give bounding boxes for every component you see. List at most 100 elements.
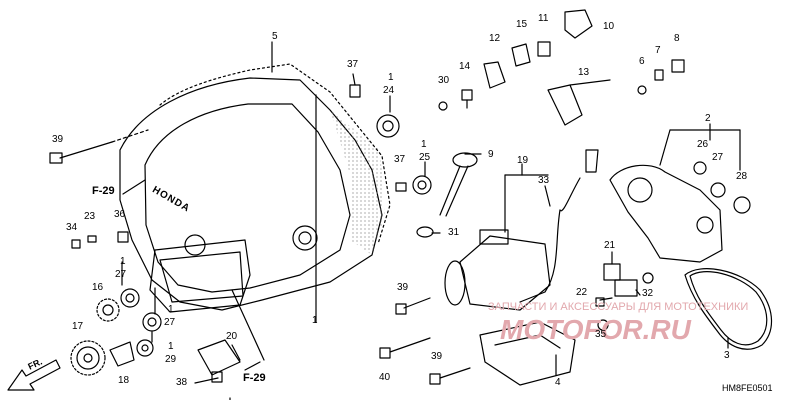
fr-arrow-shape: [7, 359, 61, 391]
callout-27-a: 27: [115, 269, 127, 280]
callout-27-right: 27: [712, 152, 724, 163]
motor-19: [444, 229, 551, 311]
bearing-27-top: [120, 288, 140, 308]
part-27: [710, 182, 726, 198]
gasket-shape: [159, 63, 391, 245]
seal-25: [412, 175, 432, 195]
callout-5: 5: [272, 31, 278, 42]
callout-37-mid: 37: [394, 154, 406, 165]
bolt-40: [379, 337, 431, 359]
callout-34: 34: [66, 222, 78, 233]
crankcase-cover-shape: [119, 77, 383, 311]
plug-8: [671, 59, 685, 73]
dowel-37-mid: [395, 182, 407, 192]
callout-23: 23: [84, 211, 96, 222]
bracket-4: [479, 321, 576, 386]
callout-39-mid: 39: [397, 282, 409, 293]
part-18: [109, 341, 135, 367]
cover-dotted-panel: [330, 110, 385, 255]
part-22: [595, 297, 605, 307]
cover-lower-plate: [149, 239, 251, 313]
callout-1b: 1: [421, 139, 427, 150]
sensor-21: [603, 263, 638, 297]
callout-27-b: 27: [164, 317, 176, 328]
bolt-39-bottom: [429, 367, 471, 385]
small-parts-left: [71, 231, 129, 249]
callout-21: 21: [604, 240, 616, 251]
callout-20: 20: [226, 331, 238, 342]
callout-25: 25: [419, 152, 431, 163]
bolt-38: [194, 371, 223, 384]
o-ring-31: [416, 226, 434, 238]
bearing-27-mid: [142, 312, 162, 332]
callout-40: 40: [379, 372, 391, 383]
callout-2: 2: [705, 113, 711, 124]
callout-28: 28: [736, 171, 748, 182]
callout-1: 1: [388, 72, 394, 83]
callout-14: 14: [459, 61, 471, 72]
dowel-37-top: [349, 84, 361, 98]
o-ring-32: [642, 272, 654, 284]
callout-35: 35: [595, 329, 607, 340]
callout-38: 38: [176, 377, 188, 388]
cover-boss: [292, 225, 318, 251]
gear-17: [70, 340, 106, 376]
callout-18: 18: [118, 375, 130, 386]
gear-16: [96, 298, 120, 322]
cable-33: [519, 209, 561, 303]
seal-24: [376, 114, 400, 138]
ref-f29-bottom: F-29: [243, 372, 266, 384]
callout-22: 22: [576, 287, 588, 298]
cover-inner-rim: [144, 103, 351, 293]
bolt-39-mid: [395, 297, 431, 315]
callout-15: 15: [516, 19, 528, 30]
watermark-tagline: ЗАПЧАСТИ И АКСЕССУАРЫ ДЛЯ МОТОТЕХНИКИ: [488, 301, 749, 313]
bearing-29: [136, 339, 154, 357]
washer-6: [637, 85, 647, 95]
callout-4: 4: [555, 377, 561, 388]
callout-9: 9: [488, 149, 494, 160]
part-26: [693, 161, 707, 175]
part-12: [483, 61, 506, 89]
washer-30: [438, 101, 448, 111]
callout-39-bottom: 39: [431, 351, 443, 362]
callout-30: 30: [438, 75, 450, 86]
callout-8: 8: [674, 33, 680, 44]
callout-1d: 1: [168, 304, 174, 315]
diagram-code: HM8FE0501: [722, 383, 773, 393]
shaft-13: [547, 79, 611, 126]
callout-13: 13: [578, 67, 590, 78]
bolt-39-left: [49, 141, 113, 164]
housing-2: [609, 164, 723, 263]
callout-29: 29: [165, 354, 177, 365]
callout-19: 19: [517, 155, 529, 166]
callout-31: 31: [448, 227, 460, 238]
callout-1-cover: 1: [312, 315, 318, 326]
part-10: [564, 9, 593, 39]
part-15: [511, 43, 531, 67]
spring-7: [654, 69, 664, 81]
callout-17: 17: [72, 321, 84, 332]
callout-32: 32: [642, 288, 654, 299]
callout-1c: 1: [120, 256, 126, 267]
callout-6: 6: [639, 56, 645, 67]
callout-36: 36: [114, 209, 126, 220]
callout-1e: 1: [168, 341, 174, 352]
callout-26: 26: [697, 139, 709, 150]
part-35: [597, 319, 609, 331]
dipstick-9: [439, 152, 478, 217]
ref-f29-left: F-29: [92, 185, 115, 197]
part-28: [733, 196, 751, 214]
callout-10: 10: [603, 21, 615, 32]
callout-7: 7: [655, 45, 661, 56]
callout-12: 12: [489, 33, 501, 44]
callout-11: 11: [538, 13, 549, 24]
part-14: [461, 89, 473, 109]
spring-11: [537, 41, 551, 57]
watermark-logo: MOTOFOR.RU: [500, 314, 691, 345]
callout-24: 24: [383, 85, 395, 96]
plate-20: [197, 339, 241, 376]
belt-3: [684, 268, 773, 350]
